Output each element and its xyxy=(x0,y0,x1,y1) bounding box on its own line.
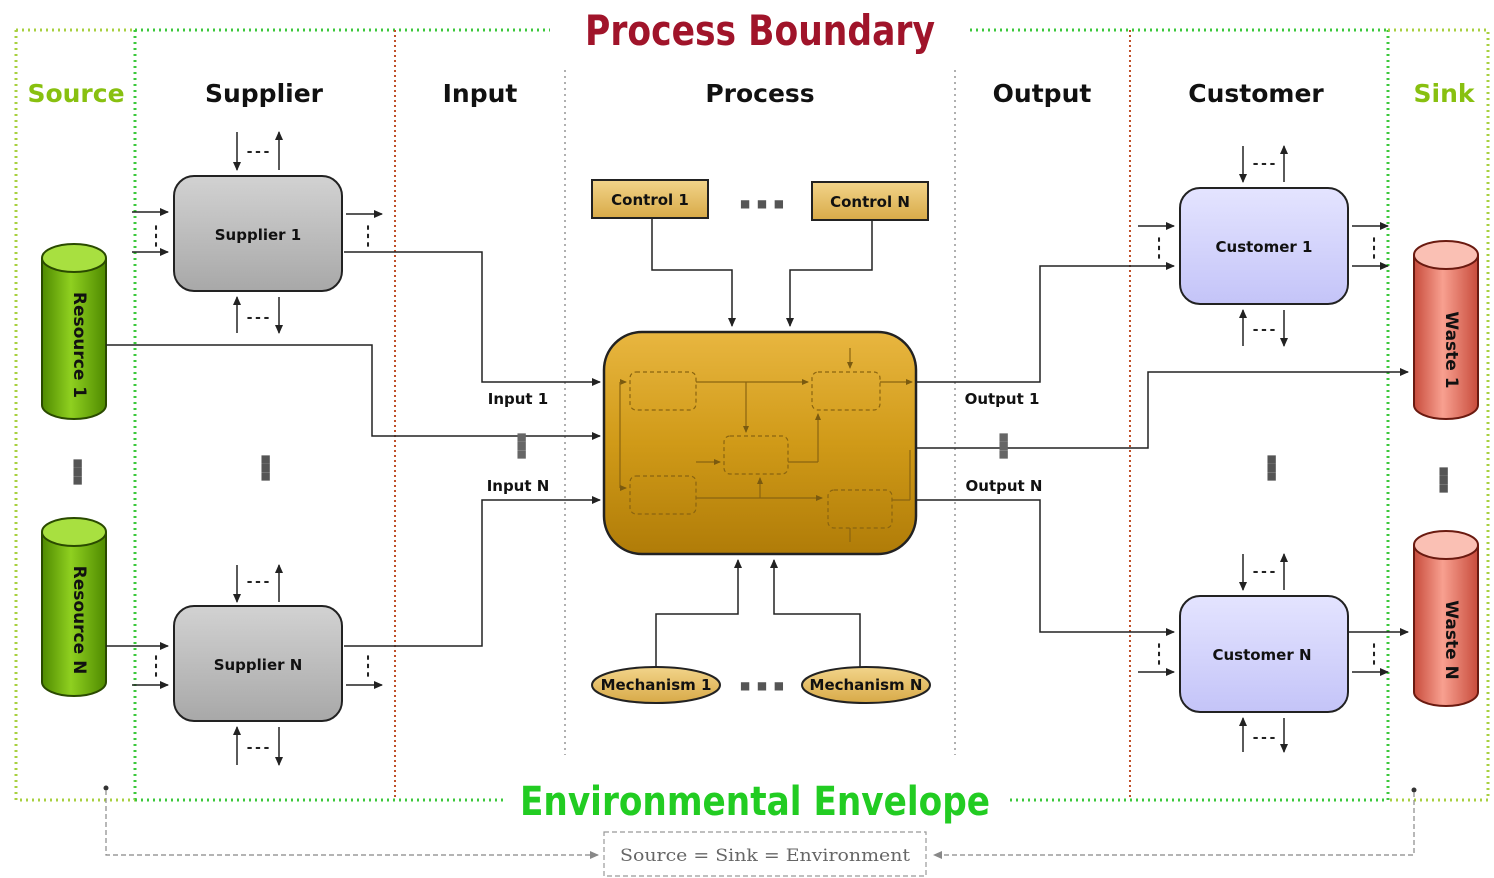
svg-text:---: --- xyxy=(148,653,164,678)
column-header-process: Process xyxy=(705,79,814,108)
customer-n-ellipses: --- --- --- --- xyxy=(1151,564,1382,746)
customer-1-box: Customer 1 xyxy=(1179,187,1349,305)
supplier-n-ellipses: --- --- --- --- xyxy=(148,574,376,756)
supplier-ellipsis: ■■■ xyxy=(258,455,274,481)
column-header-output: Output xyxy=(993,79,1092,108)
svg-text:---: --- xyxy=(1151,641,1167,666)
customer-ellipsis: ■■■ xyxy=(1264,455,1280,481)
customer-n-side-arrows xyxy=(1138,553,1389,753)
customer-n-label: Customer N xyxy=(1212,646,1311,664)
waste-n-cylinder: Waste N xyxy=(1413,530,1479,707)
mechanism-n-label: Mechanism N xyxy=(810,676,923,694)
svg-text:---: --- xyxy=(360,223,376,248)
customer-1-label: Customer 1 xyxy=(1216,238,1313,256)
svg-text:---: --- xyxy=(1366,641,1382,666)
waste-n-label: Waste N xyxy=(1441,600,1461,680)
control-1-label: Control 1 xyxy=(611,191,689,209)
process-boundary-title: Process Boundary xyxy=(585,6,935,55)
mechanism-1-ellipse: Mechanism 1 xyxy=(591,666,721,704)
resource-n-cylinder: Resource N xyxy=(41,517,107,697)
svg-text:---: --- xyxy=(1251,156,1276,172)
waste-1-cylinder: Waste 1 xyxy=(1413,240,1479,420)
svg-text:---: --- xyxy=(1151,235,1167,260)
input-ellipsis: ■■■ xyxy=(514,433,530,459)
waste-ellipsis: ■■■ xyxy=(1436,467,1452,493)
environment-loop xyxy=(103,785,1417,877)
column-header-source: Source xyxy=(27,79,124,108)
input-n-label: Input N xyxy=(487,477,550,495)
mechanism-1-label: Mechanism 1 xyxy=(601,676,712,694)
environment-equation-label: Source = Sink = Environment xyxy=(620,846,910,866)
mechanism-n-ellipse: Mechanism N xyxy=(801,666,931,704)
supplier-1-label: Supplier 1 xyxy=(215,226,301,244)
column-header-supplier: Supplier xyxy=(205,79,324,108)
process-internal-flows xyxy=(619,348,913,542)
customer-1-ellipses: --- --- --- --- xyxy=(1151,156,1382,338)
output-ellipsis: ■■■ xyxy=(996,433,1012,459)
svg-text:---: --- xyxy=(245,144,270,160)
output-n-label: Output N xyxy=(966,477,1043,495)
supplier-1-side-arrows xyxy=(132,131,383,334)
svg-text:---: --- xyxy=(1366,235,1382,260)
process-boundary xyxy=(394,30,1131,800)
supplier-n-label: Supplier N xyxy=(214,656,303,674)
input-1-label: Input 1 xyxy=(488,390,549,408)
environmental-envelope-title: Environmental Envelope xyxy=(520,779,990,825)
flow-connectors xyxy=(106,218,1409,667)
svg-text:---: --- xyxy=(245,740,270,756)
resource-1-label: Resource 1 xyxy=(69,292,89,398)
waste-1-label: Waste 1 xyxy=(1441,311,1461,388)
resource-1-cylinder: Resource 1 xyxy=(41,243,107,420)
svg-text:---: --- xyxy=(1251,322,1276,338)
svg-text:---: --- xyxy=(1251,730,1276,746)
control-n-box: Control N xyxy=(811,181,929,221)
customer-n-box: Customer N xyxy=(1179,595,1349,713)
column-header-customer: Customer xyxy=(1188,79,1324,108)
environmental-envelope xyxy=(133,28,1390,802)
column-header-input: Input xyxy=(443,79,518,108)
column-header-sink: Sink xyxy=(1414,79,1476,108)
source-sink-boundary xyxy=(14,28,1490,802)
svg-text:---: --- xyxy=(360,653,376,678)
output-1-label: Output 1 xyxy=(965,390,1040,408)
mechanism-ellipsis: ■ ■ ■ xyxy=(741,678,784,694)
process-internal-subprocesses xyxy=(629,371,893,529)
svg-text:---: --- xyxy=(245,574,270,590)
svg-text:---: --- xyxy=(1251,564,1276,580)
customer-1-side-arrows xyxy=(1138,145,1389,347)
resource-ellipsis: ■■■ xyxy=(70,459,86,485)
control-n-label: Control N xyxy=(830,193,910,211)
supplier-n-box: Supplier N xyxy=(173,605,343,722)
supplier-n-side-arrows xyxy=(132,564,383,766)
control-ellipsis: ■ ■ ■ xyxy=(741,196,784,212)
svg-text:---: --- xyxy=(245,310,270,326)
svg-text:---: --- xyxy=(148,223,164,248)
supplier-1-box: Supplier 1 xyxy=(173,175,343,292)
process-box xyxy=(602,330,918,556)
resource-n-label: Resource N xyxy=(69,566,89,675)
column-separators xyxy=(564,70,956,755)
control-1-box: Control 1 xyxy=(591,179,709,219)
supplier-1-ellipses: --- --- --- --- xyxy=(148,144,376,326)
